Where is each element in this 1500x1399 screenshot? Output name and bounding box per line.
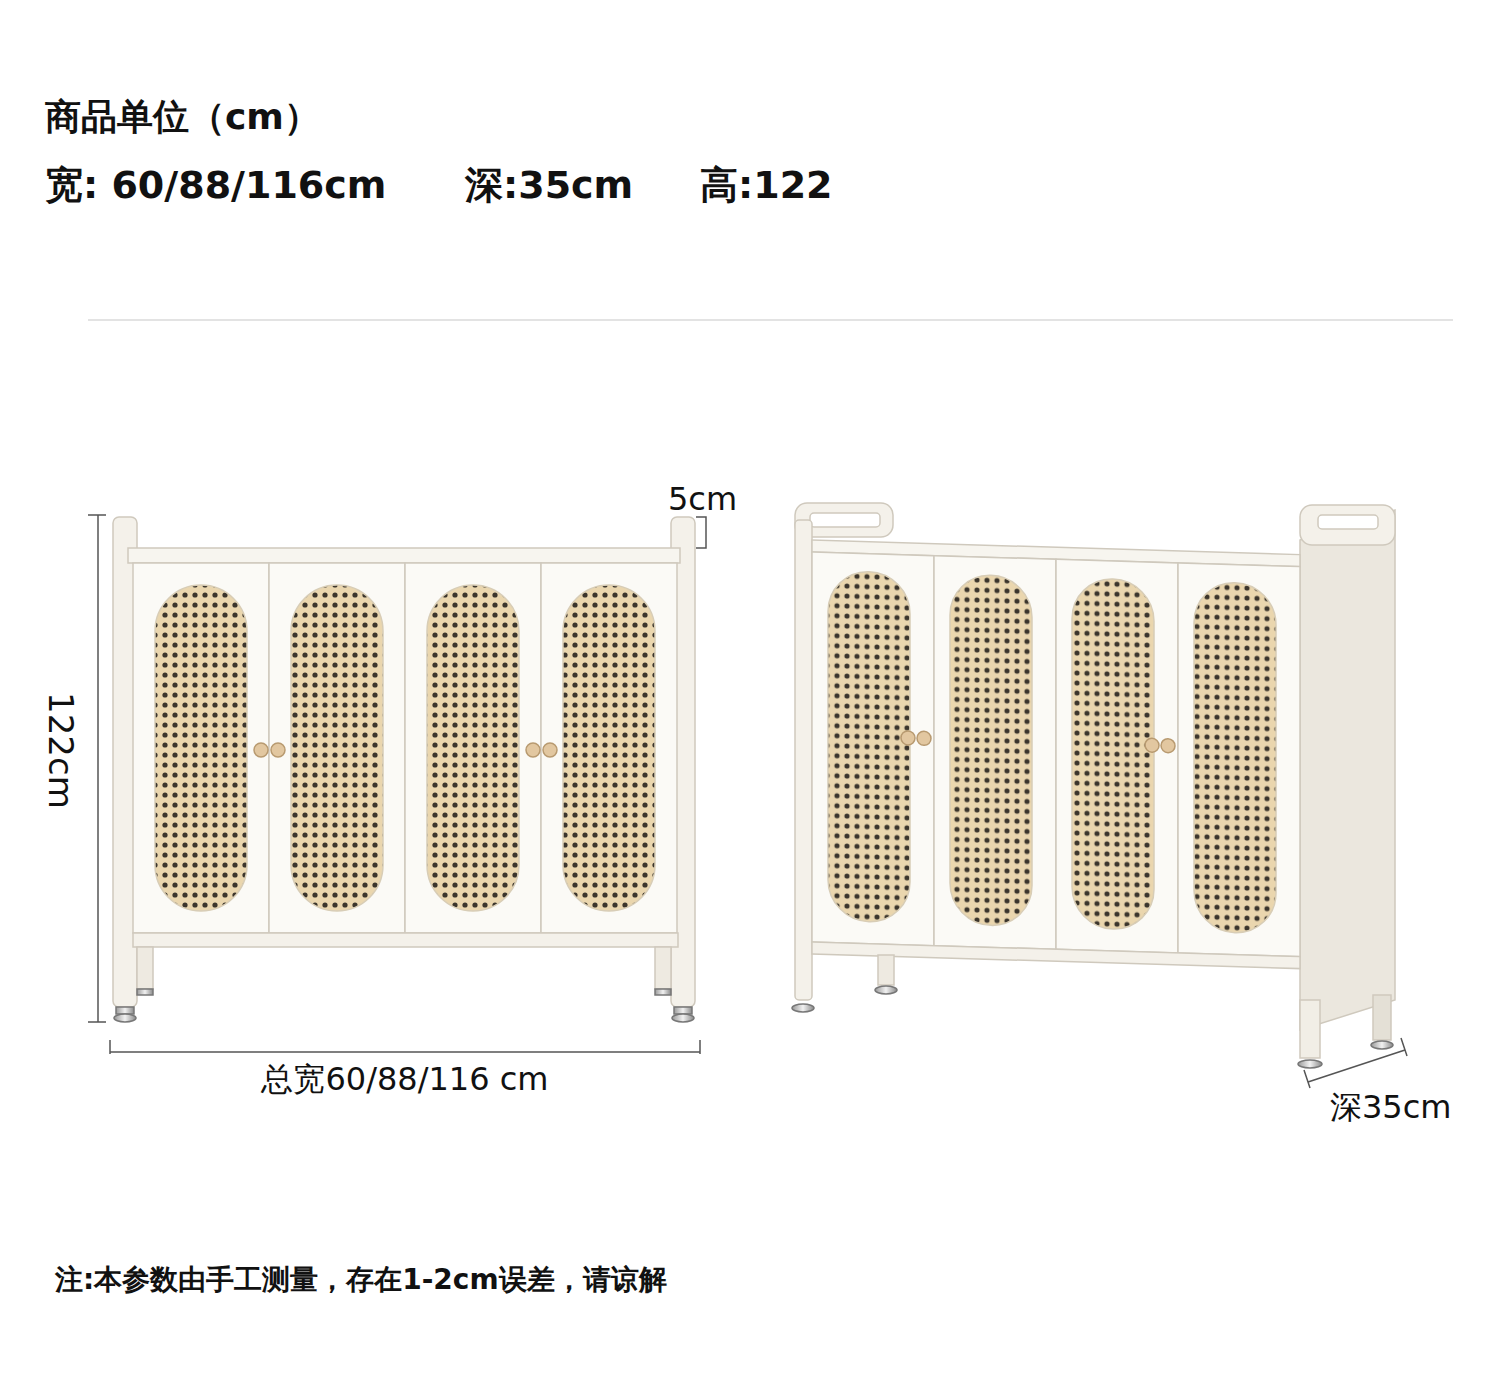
dimension-label: 122cm — [40, 692, 81, 809]
dimension-label: 总宽60/88/116 cm — [261, 1060, 548, 1098]
front-view-cabinet — [113, 517, 695, 1022]
width-spec: 宽: 60/88/116cm — [45, 163, 386, 209]
separator-line — [88, 319, 1453, 321]
dimension-lines — [88, 515, 1407, 1088]
perspective-cabinet — [792, 503, 1395, 1068]
height-spec: 高:122 — [700, 163, 833, 209]
footnote: 注:本参数由手工测量，存在1-2cm误差，请谅解 — [55, 1263, 667, 1297]
dimension-label: 深35cm — [1330, 1088, 1451, 1126]
page-title: 商品单位（cm） — [45, 95, 320, 138]
dimension-label: 5cm — [668, 480, 737, 518]
depth-spec: 深:35cm — [465, 163, 633, 209]
